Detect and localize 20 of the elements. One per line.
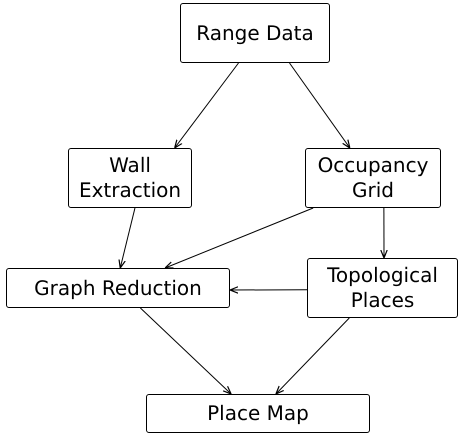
process-box bbox=[68, 148, 192, 208]
arrow bbox=[174, 62, 239, 149]
box-label: Place Map bbox=[207, 401, 309, 426]
arrow bbox=[118, 208, 136, 269]
arrow bbox=[229, 286, 308, 294]
box-label: Occupancy Grid bbox=[316, 153, 430, 203]
box-label: Topological Places bbox=[326, 263, 439, 313]
process-box bbox=[6, 268, 230, 308]
box-label: Graph Reduction bbox=[34, 276, 202, 300]
process-box bbox=[180, 3, 330, 63]
arrow bbox=[140, 308, 232, 395]
arrow bbox=[380, 208, 388, 259]
arrow bbox=[164, 208, 314, 269]
box-label: Range Data bbox=[196, 20, 314, 46]
box-label: Wall Extraction bbox=[78, 153, 182, 203]
process-box bbox=[146, 394, 370, 433]
process-box bbox=[305, 148, 441, 208]
process-box bbox=[307, 258, 458, 318]
arrow bbox=[289, 62, 350, 149]
arrow bbox=[275, 318, 350, 395]
